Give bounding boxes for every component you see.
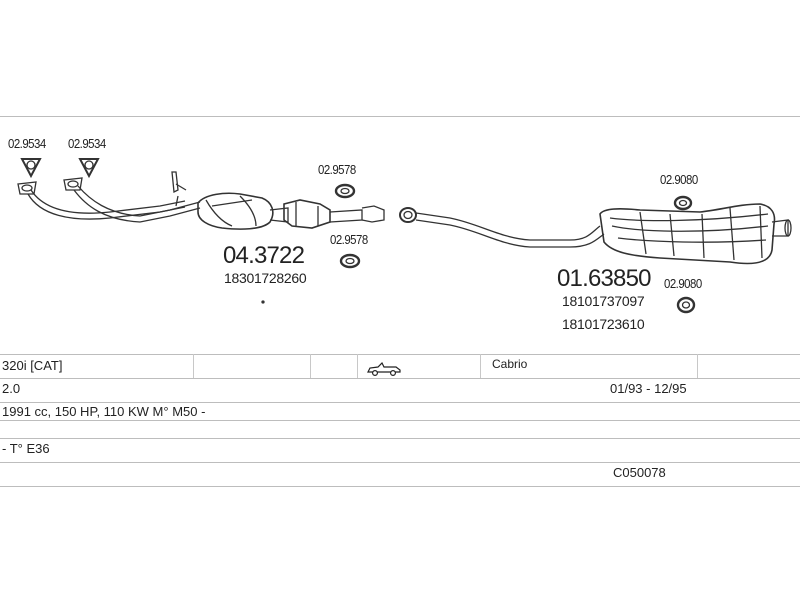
rear-silencer-oe-number-1: 18101737097: [562, 293, 645, 309]
table-col-5: [697, 354, 698, 378]
gasket-left-2-label: 02.9534: [68, 136, 106, 151]
gasket-mid-top-shape: [334, 183, 356, 199]
downpipe-1b: [30, 189, 186, 214]
gasket-left-2-shape: [78, 158, 100, 179]
table-col-3: [357, 354, 358, 378]
table-line-2: [0, 378, 800, 379]
downpipe-1: [27, 193, 186, 220]
exhaust-drawing: [17, 158, 792, 314]
gasket-rear-bottom-label: 02.9080: [664, 276, 702, 291]
middle-pipe-b: [415, 219, 605, 248]
type-cell: - T° E36: [2, 441, 50, 456]
table-line-5: [0, 438, 800, 439]
engine-size-cell: 2.0: [2, 381, 21, 396]
gasket-rear-bottom-shape: [676, 296, 696, 314]
downpipe-2: [73, 189, 201, 223]
convertible-car-icon: [367, 361, 401, 377]
gasket-left-1-shape: [20, 158, 42, 179]
catalyst-shape: [197, 192, 289, 230]
table-col-4: [480, 354, 481, 378]
spec-cell: 1991 cc, 150 HP, 110 KW M° M50 -: [2, 404, 206, 419]
catalyst-oe-number: 18301728260: [224, 270, 307, 286]
table-line-4: [0, 420, 800, 421]
rear-silencer-number: 01.63850: [557, 265, 652, 292]
table-col-2: [310, 354, 311, 378]
gasket-rear-top-shape: [673, 195, 693, 211]
middle-silencer-shape: [283, 199, 385, 229]
rear-silencer-oe-number-2: 18101723610: [562, 316, 645, 332]
table-line-7: [0, 486, 800, 487]
catalyst-number: 04.3722: [223, 242, 305, 269]
table-col-1: [193, 354, 194, 378]
downpipe-flange-right: [63, 177, 83, 191]
gasket-mid-bottom-shape: [339, 253, 361, 269]
gasket-mid-top-label: 02.9578: [318, 162, 356, 177]
diagram-top-border: [0, 116, 800, 117]
table-line-3: [0, 402, 800, 403]
body-type-cell: Cabrio: [492, 357, 528, 371]
downpipe-2b: [77, 185, 201, 217]
table-line-6: [0, 462, 800, 463]
diagram-dot: [261, 300, 265, 304]
lambda-sensor-shape: [171, 171, 187, 207]
rear-silencer-shape: [599, 203, 792, 265]
code-cell: C050078: [613, 465, 666, 480]
table-line-1: [0, 354, 800, 355]
gasket-mid-bottom-label: 02.9578: [330, 232, 368, 247]
model-cell: 320i [CAT]: [2, 358, 63, 373]
gasket-left-1-label: 02.9534: [8, 136, 46, 151]
gasket-rear-top-label: 02.9080: [660, 172, 698, 187]
years-cell: 01/93 - 12/95: [610, 381, 687, 396]
middle-pipe: [415, 212, 601, 241]
pipe-clamp-shape: [399, 207, 417, 223]
